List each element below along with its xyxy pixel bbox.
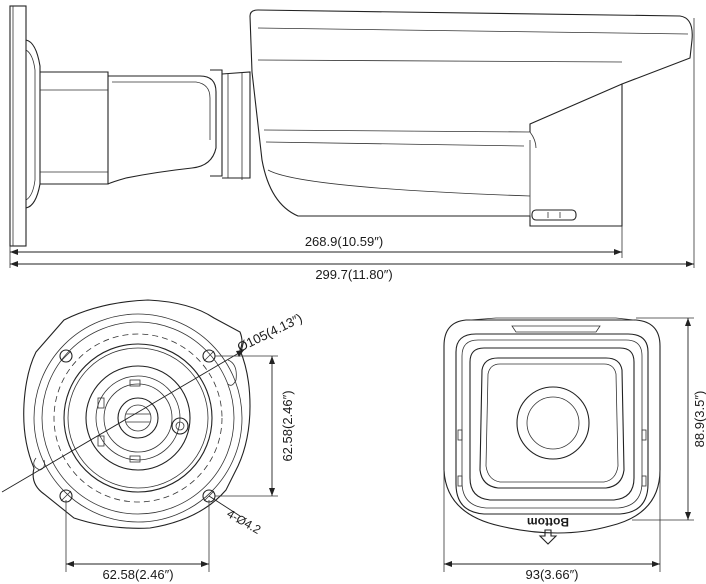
housing-length-label: 268.9(10.59″) — [305, 234, 383, 249]
screw-hole-leader-line — [208, 495, 241, 517]
bracket-arm — [40, 71, 109, 185]
camera-lens — [516, 386, 590, 460]
mount-base-view: Ø105(4.13″) 62.58(2.46″) 4-Ø4.2 62.58(2.… — [1, 299, 305, 582]
side-view: 268.9(10.59″) 299.7(11.80″) — [9, 5, 695, 282]
front-housing-outline — [443, 319, 661, 534]
screw-hole-top-right — [202, 349, 216, 363]
mount-circle-diameter-label: Ø105(4.13″) — [235, 310, 305, 354]
camera-housing — [249, 9, 693, 227]
diameter-leader-line — [1, 349, 245, 493]
hole-spacing-horizontal-label: 62.58(2.46″) — [102, 567, 173, 582]
mount-flange — [23, 299, 251, 529]
screw-hole-callout: 4-Ø4.2 — [225, 506, 264, 537]
hole-spacing-vertical-label: 62.58(2.46″) — [280, 390, 295, 461]
front-view: Bottom 88.9(3.5″) 93(3.66″) — [443, 317, 706, 582]
front-height-label: 88.9(3.5″) — [692, 391, 706, 448]
bottom-marking: Bottom — [527, 515, 569, 529]
screw-hole-top-left — [59, 349, 73, 363]
front-glass — [479, 357, 625, 489]
cable-outlet — [531, 209, 577, 221]
front-width-label: 93(3.66″) — [525, 567, 578, 582]
wall-plate — [9, 5, 27, 247]
bracket-joint — [107, 75, 217, 185]
mount-base — [25, 39, 41, 209]
overall-length-label: 299.7(11.80″) — [315, 267, 392, 282]
down-arrow-icon — [538, 529, 558, 545]
